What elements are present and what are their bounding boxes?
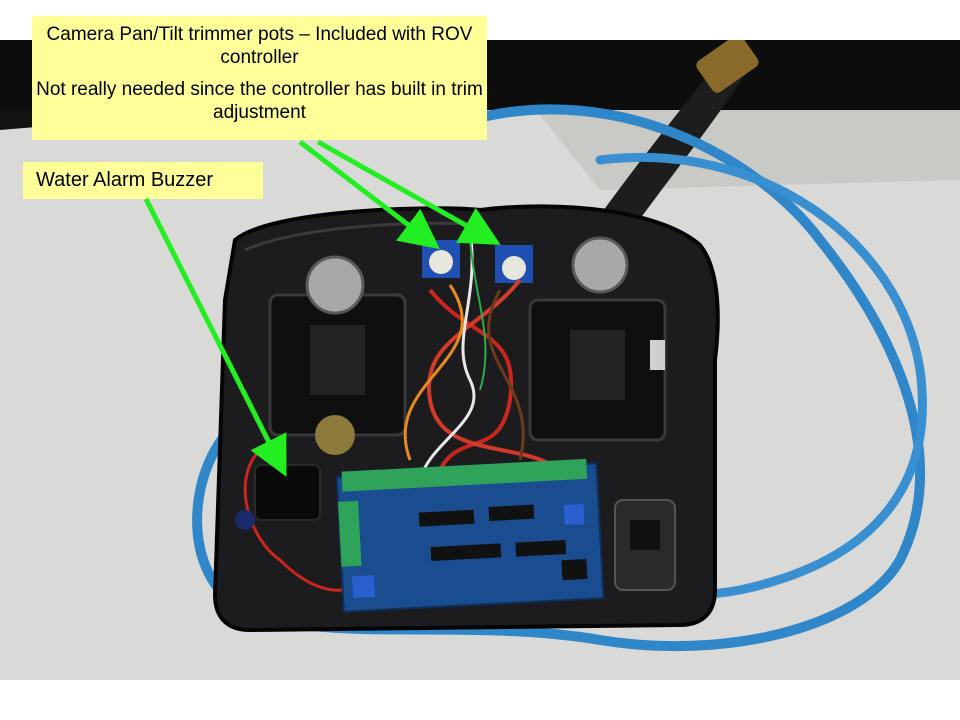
status-led <box>235 510 255 530</box>
antenna-connector <box>696 40 759 93</box>
pan-tilt-callout: Camera Pan/Tilt trimmer pots – Included … <box>32 16 487 140</box>
ic-chip-4 <box>515 540 567 557</box>
water-alarm-buzzer <box>254 464 321 521</box>
left-pot-disc <box>305 255 365 315</box>
right-gimbal-core <box>570 330 625 400</box>
right-pot-disc <box>571 236 629 294</box>
wire-left-red <box>243 448 361 592</box>
wire-white <box>418 229 476 481</box>
tilt-trimmer-knob <box>502 256 526 280</box>
wire-orange <box>403 284 464 461</box>
pan-tilt-callout-note: Not really needed since the controller h… <box>36 79 483 123</box>
wire-brown <box>487 289 525 461</box>
wire-red-2 <box>426 278 562 472</box>
left-lower-disc <box>315 415 355 455</box>
wire-green <box>469 239 487 391</box>
ic-chip-1 <box>418 509 475 527</box>
left-gimbal-core <box>310 325 365 395</box>
trim-slider <box>650 340 665 370</box>
terminal-block-top <box>341 458 588 492</box>
board-trimmer-2 <box>351 575 376 599</box>
pan-tilt-callout-title: Camera Pan/Tilt trimmer pots – Included … <box>46 24 473 68</box>
pan-trimmer-knob <box>429 250 453 274</box>
board-trimmer <box>563 504 585 526</box>
rov-controller-photo <box>0 40 960 680</box>
ic-chip-2 <box>488 504 535 521</box>
ic-chip-3 <box>430 543 502 562</box>
terminal-block-left <box>338 500 362 567</box>
antenna-handle <box>600 60 745 240</box>
sensor-core <box>630 520 660 550</box>
ic-chip-5 <box>561 558 588 581</box>
water-alarm-callout: Water Alarm Buzzer <box>23 162 263 199</box>
